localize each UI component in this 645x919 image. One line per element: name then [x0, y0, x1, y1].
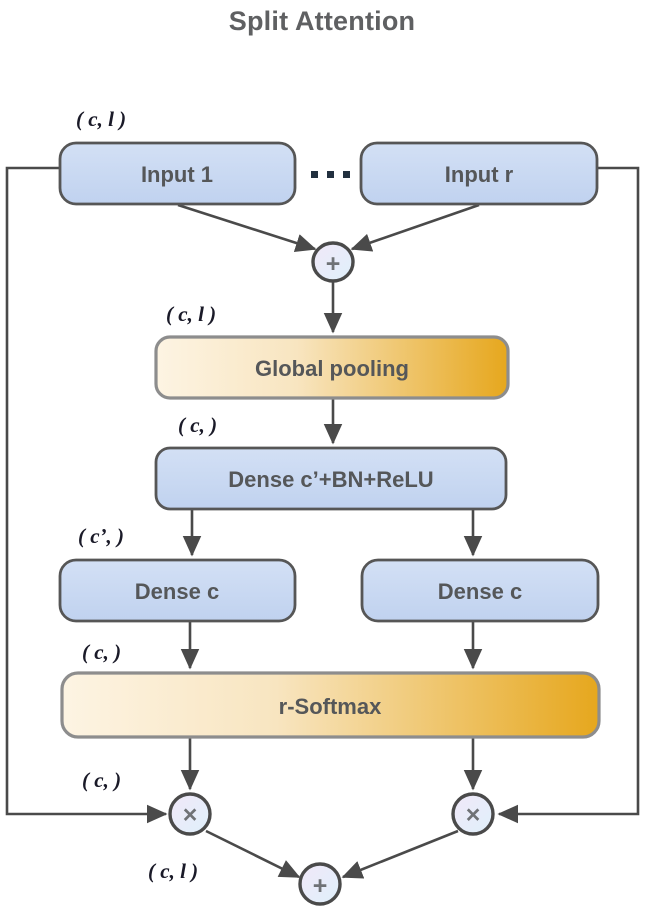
multiply-node-right[interactable]: × [451, 792, 495, 836]
box-dense-bn-relu-label: Dense c’+BN+ReLU [228, 467, 433, 492]
add-node-top-glyph: + [326, 250, 341, 278]
multiply-node-left-shape [168, 792, 212, 836]
skip-connection-left [5, 166, 168, 824]
box-dense-c-right-label: Dense c [438, 579, 522, 604]
dim-label-input: ( c, l ) [76, 107, 126, 131]
add-node-bottom[interactable]: + [298, 862, 342, 906]
edge-mul-left-to-sum-bottom [205, 829, 301, 879]
box-dense-bn-relu[interactable]: Dense c’+BN+ReLU [154, 446, 508, 511]
box-r-softmax-shape [60, 671, 601, 739]
box-dense-c-left[interactable]: Dense c [58, 558, 297, 623]
dim-label-after-sum: ( c, l ) [166, 302, 216, 326]
multiply-node-right-glyph: × [466, 801, 481, 829]
multiply-node-left[interactable]: × [168, 792, 212, 836]
dim-label-after-pooling: ( c, ) [178, 413, 217, 437]
box-dense-c-right[interactable]: Dense c [360, 558, 600, 623]
add-node-top-shape [311, 241, 355, 283]
edge-mul-right-to-sum-bottom [341, 829, 459, 879]
edge-input1-to-sum [177, 203, 317, 253]
multiply-node-left-glyph: × [183, 801, 198, 829]
box-dense-c-right-shape [360, 558, 600, 623]
box-input-r-shape [359, 141, 599, 206]
skip-connection-right [497, 166, 640, 824]
add-node-top[interactable]: + [311, 241, 355, 283]
box-global-pooling-shape [154, 335, 510, 400]
box-dense-bn-relu-shape [154, 446, 508, 511]
dim-label-after-dense-bn: ( c’, ) [78, 524, 124, 548]
ellipsis-between-inputs [311, 171, 350, 178]
box-input-r-label: Input r [445, 162, 514, 187]
add-node-bottom-glyph: + [313, 872, 328, 900]
box-input-1-shape [58, 141, 297, 206]
box-global-pooling[interactable]: Global pooling [154, 335, 510, 400]
box-dense-c-left-label: Dense c [135, 579, 219, 604]
box-input-r[interactable]: Input r [359, 141, 599, 206]
box-input-1[interactable]: Input 1 [58, 141, 297, 206]
multiply-node-right-shape [451, 792, 495, 836]
edge-inputr-to-sum [350, 203, 480, 252]
dim-label-output: ( c, l ) [148, 859, 198, 883]
box-r-softmax[interactable]: r-Softmax [60, 671, 601, 739]
add-node-bottom-shape [298, 862, 342, 906]
box-input-1-label: Input 1 [141, 162, 213, 187]
dim-label-after-dense-c: ( c, ) [82, 640, 121, 664]
page-title: Split Attention [229, 6, 415, 36]
box-dense-c-left-shape [58, 558, 297, 623]
box-global-pooling-label: Global pooling [255, 356, 409, 381]
dim-label-after-softmax: ( c, ) [82, 768, 121, 792]
box-r-softmax-label: r-Softmax [279, 694, 382, 719]
